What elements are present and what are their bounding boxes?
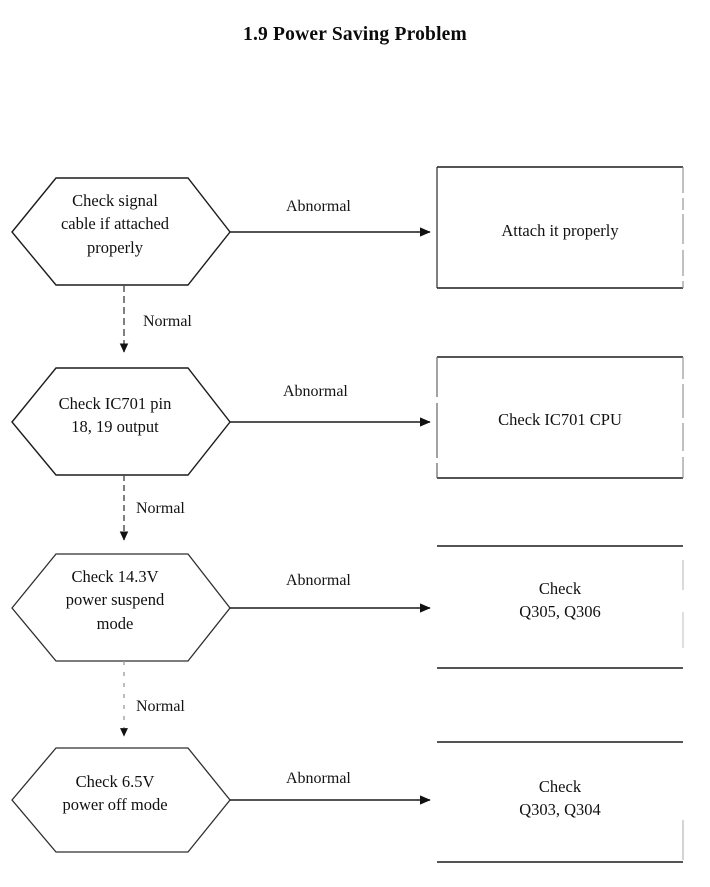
abnormal-label-1: Abnormal <box>286 198 351 215</box>
action-box-3 <box>437 545 684 669</box>
decision-hexagon-2 <box>11 367 231 476</box>
abnormal-label-4: Abnormal <box>286 770 351 787</box>
action-box-4 <box>437 741 684 863</box>
action-box-2 <box>436 356 684 479</box>
normal-label-1: Normal <box>143 313 192 330</box>
decision-hexagon-1 <box>11 177 231 286</box>
abnormal-label-3: Abnormal <box>286 572 351 589</box>
abnormal-label-2: Abnormal <box>283 383 348 400</box>
normal-label-3: Normal <box>136 698 185 715</box>
action-box-1 <box>436 166 684 289</box>
normal-label-2: Normal <box>136 500 185 517</box>
decision-hexagon-4 <box>11 747 231 853</box>
decision-hexagon-3 <box>11 553 231 662</box>
page-title: 1.9 Power Saving Problem <box>243 24 467 45</box>
